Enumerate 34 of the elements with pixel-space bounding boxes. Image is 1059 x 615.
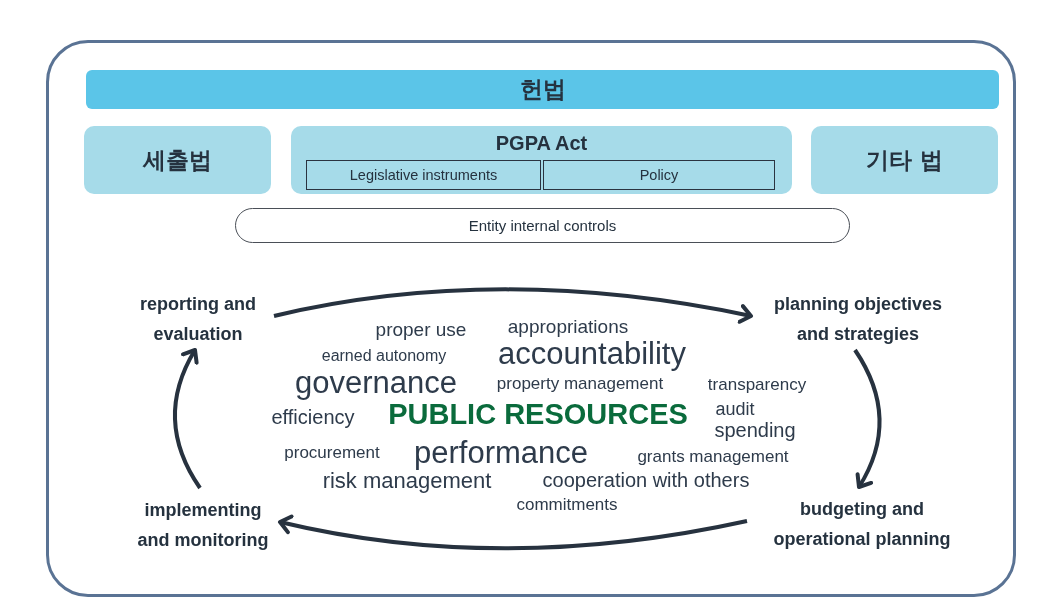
word-cloud-term: property management <box>496 374 664 392</box>
stage-label: budgeting and operational planning <box>754 494 970 554</box>
word-cloud-term: governance <box>295 366 457 398</box>
word-cloud-term: earned autonomy <box>321 348 447 364</box>
header-bar: 헌법 <box>86 70 999 109</box>
law-box: 세출법 <box>84 126 271 194</box>
word-cloud-term: PUBLIC RESOURCES <box>388 399 688 429</box>
cycle-arrow <box>853 348 882 489</box>
word-cloud-term: spending <box>714 420 796 440</box>
law-box: 기타 법 <box>811 126 998 194</box>
act-box <box>291 126 792 194</box>
word-cloud-term: commitments <box>516 495 618 513</box>
word-cloud-term: audit <box>715 400 755 418</box>
sub-box: Legislative instruments <box>306 160 541 190</box>
word-cloud-term: cooperation with others <box>542 470 750 490</box>
word-cloud-term: accountability <box>498 337 686 369</box>
word-cloud-term: efficiency <box>271 407 355 427</box>
rounded-box: Entity internal controls <box>235 208 850 243</box>
sub-box: Policy <box>543 160 775 190</box>
word-cloud-term: risk management <box>322 470 492 492</box>
stage-label: implementing and monitoring <box>127 495 279 555</box>
word-cloud-term: proper use <box>375 319 467 339</box>
word-cloud-term: procurement <box>284 443 380 461</box>
cycle-arrow <box>273 287 753 324</box>
cycle-arrow <box>278 514 748 551</box>
rounded-frame <box>46 40 1016 597</box>
stage-label: planning objectives and strategies <box>758 289 958 349</box>
word-cloud-term: performance <box>414 436 588 468</box>
word-cloud-term: appropriations <box>507 316 629 336</box>
word-cloud-term: transparency <box>707 375 807 393</box>
box-title: PGPA Act <box>494 132 589 155</box>
word-cloud-term: grants management <box>637 447 789 465</box>
stage-label: reporting and evaluation <box>123 289 273 349</box>
cycle-arrow <box>173 348 202 490</box>
